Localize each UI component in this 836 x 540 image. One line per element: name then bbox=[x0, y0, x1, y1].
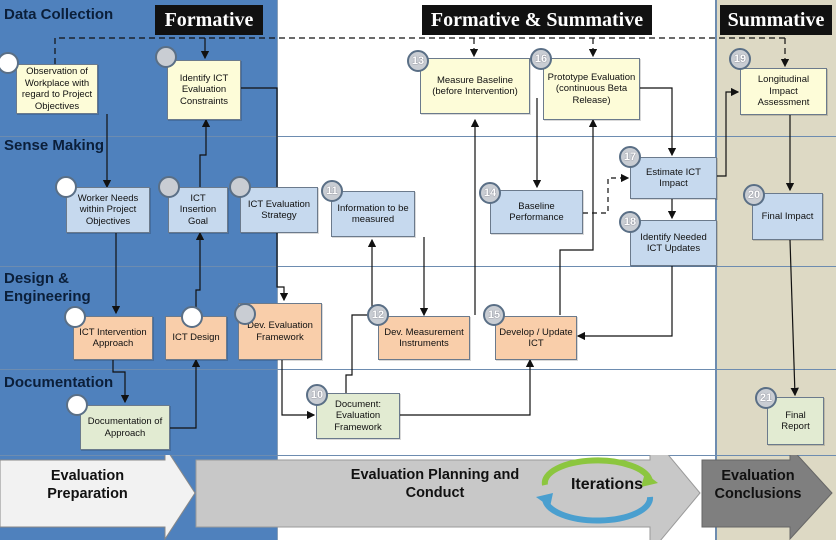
phase-label-line: Preparation bbox=[47, 486, 128, 502]
step-circle bbox=[66, 394, 88, 416]
lane-separator bbox=[0, 369, 836, 370]
lane-label-line: Design & bbox=[4, 270, 70, 287]
lane-label-data-collection: Data Collection bbox=[4, 6, 114, 23]
arrow-preparation bbox=[0, 455, 196, 540]
connector bbox=[345, 310, 378, 395]
phase-label-line: Evaluation bbox=[721, 468, 795, 484]
box-needed-updates: Identify Needed ICT Updates bbox=[630, 220, 717, 266]
box-prototype-evaluation: Prototype Evaluation (continuous Beta Re… bbox=[543, 58, 640, 120]
step-circle bbox=[155, 46, 177, 68]
phase-label-line: Conduct bbox=[405, 485, 465, 501]
step-circle bbox=[158, 176, 180, 198]
step-circle bbox=[64, 306, 86, 328]
box-worker-needs: Worker Needs within Project Objectives bbox=[66, 187, 150, 233]
phase-label-planning: Evaluation Planning and Conduct bbox=[335, 466, 535, 502]
box-estimate-impact: Estimate ICT Impact bbox=[630, 157, 717, 199]
box-measure-baseline: Measure Baseline (before Intervention) bbox=[420, 58, 530, 114]
phase-label-preparation: Evaluation Preparation bbox=[20, 467, 155, 503]
box-develop-update: Develop / Update ICT bbox=[495, 316, 577, 360]
step-circle bbox=[181, 306, 203, 328]
step-number-19: 19 bbox=[729, 48, 751, 70]
connector bbox=[717, 87, 740, 177]
step-circle bbox=[0, 52, 19, 74]
box-doc-framework: Document: Evaluation Framework bbox=[316, 393, 400, 439]
phase-label-line: Evaluation bbox=[50, 468, 125, 484]
step-number-20: 20 bbox=[743, 184, 765, 206]
step-number-12: 12 bbox=[367, 304, 389, 326]
step-number-11: 11 bbox=[321, 180, 343, 202]
step-number-14: 14 bbox=[479, 182, 501, 204]
step-number-17: 17 bbox=[619, 146, 641, 168]
box-final-impact: Final Impact bbox=[752, 193, 823, 240]
iterations-label: Iterations bbox=[570, 476, 643, 493]
connector bbox=[276, 233, 289, 302]
iterations-cycle-icon bbox=[536, 457, 658, 524]
step-circle bbox=[229, 176, 251, 198]
phase-label-conclusions: Evaluation Conclusions bbox=[708, 467, 808, 503]
box-dev-instruments: Dev. Measurement Instruments bbox=[378, 316, 470, 360]
box-doc-approach: Documentation of Approach bbox=[80, 405, 170, 450]
phase-label-line: Conclusions bbox=[714, 486, 802, 502]
phase-arrows bbox=[0, 455, 833, 540]
box-baseline-performance: Baseline Performance bbox=[490, 190, 583, 234]
step-number-21: 21 bbox=[755, 387, 777, 409]
connector bbox=[400, 358, 535, 416]
dashed-distribution-line bbox=[54, 37, 785, 64]
lane-separator bbox=[0, 455, 836, 456]
connector bbox=[576, 266, 673, 341]
connector bbox=[112, 360, 130, 404]
arrow-conclusions bbox=[701, 455, 833, 540]
header-summative: Summative bbox=[720, 5, 832, 35]
box-final-report: Final Report bbox=[767, 397, 824, 445]
phase-label-line: Evaluation Planning and bbox=[350, 467, 520, 483]
connector bbox=[170, 358, 201, 429]
box-insertion-goal: ICT Insertion Goal bbox=[168, 187, 228, 233]
box-longitudinal-impact: Longitudinal Impact Assessment bbox=[740, 68, 827, 115]
lane-label-line: Engineering bbox=[4, 288, 91, 305]
connector bbox=[640, 87, 677, 157]
box-identify-constraints: Identify ICT Evaluation Constraints bbox=[167, 60, 241, 120]
header-formative: Formative bbox=[155, 5, 263, 35]
lane-separator bbox=[0, 136, 836, 137]
connector bbox=[199, 118, 211, 187]
box-info-measured: Information to be measured bbox=[331, 191, 415, 237]
step-number-15: 15 bbox=[483, 304, 505, 326]
box-intervention-approach: ICT Intervention Approach bbox=[73, 316, 153, 360]
connector bbox=[789, 239, 799, 397]
connector bbox=[281, 360, 316, 420]
step-number-18: 18 bbox=[619, 211, 641, 233]
step-number-10: 10 bbox=[306, 384, 328, 406]
box-eval-strategy: ICT Evaluation Strategy bbox=[240, 187, 318, 233]
lane-label-documentation: Documentation bbox=[4, 374, 114, 391]
lane-label-sense-making: Sense Making bbox=[4, 137, 105, 154]
step-circle bbox=[55, 176, 77, 198]
step-number-13: 13 bbox=[407, 50, 429, 72]
step-circle bbox=[234, 303, 256, 325]
lane-label-design-engineering: Design & Engineering bbox=[4, 270, 91, 306]
box-observation: Observation of Workplace with regard to … bbox=[16, 64, 98, 114]
connector bbox=[195, 231, 205, 313]
step-number-16: 16 bbox=[530, 48, 552, 70]
header-formative-summative: Formative & Summative bbox=[422, 5, 652, 35]
dashed-connector bbox=[583, 173, 630, 214]
connector bbox=[559, 118, 598, 315]
connector bbox=[240, 87, 282, 202]
lane-separator bbox=[0, 266, 836, 267]
